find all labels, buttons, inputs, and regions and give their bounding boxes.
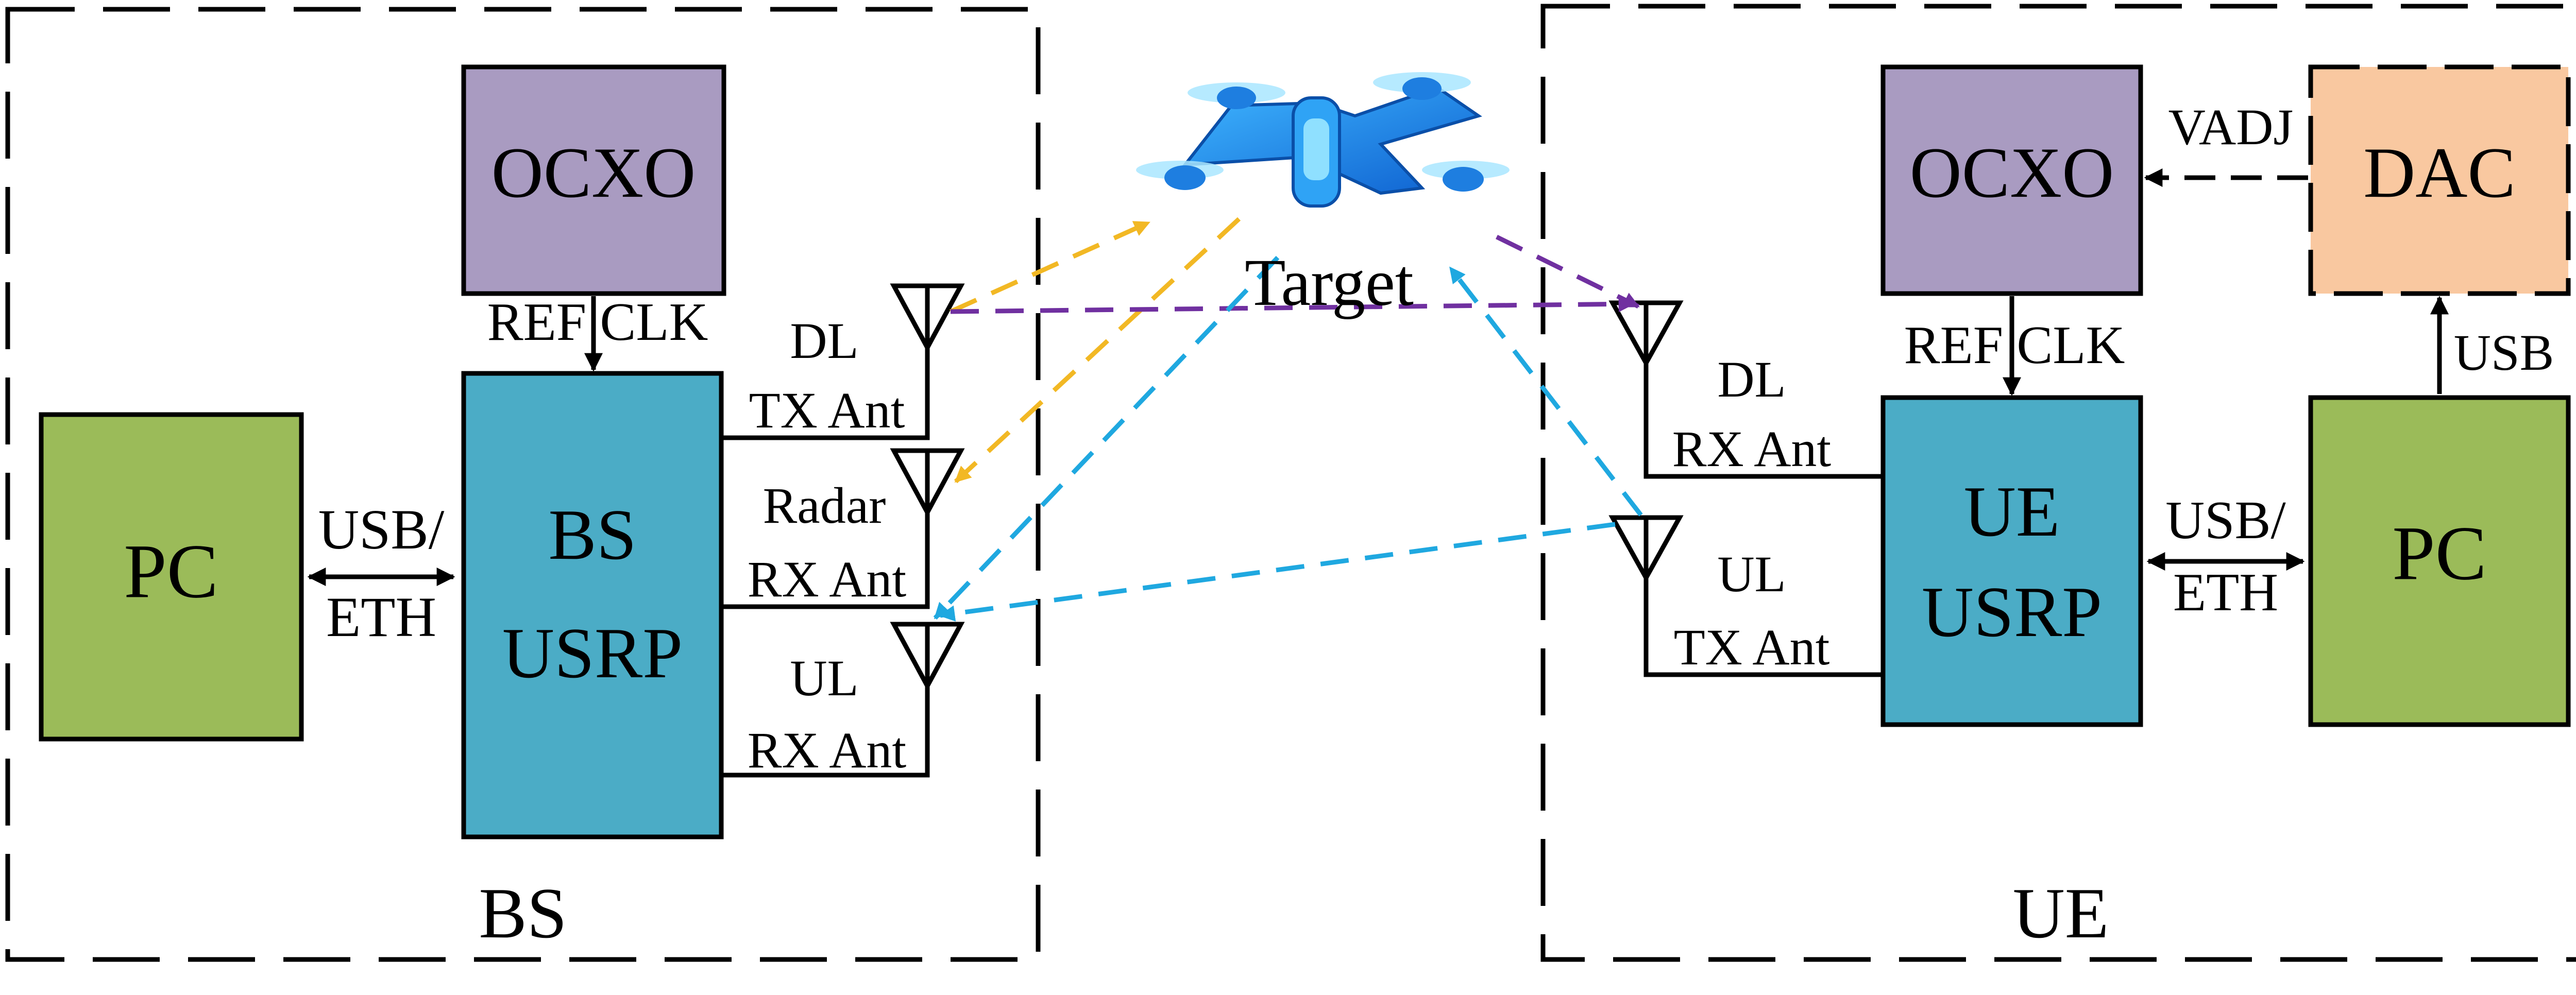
bs-pc-box [39,412,304,742]
ue-eth-label: ETH [2173,562,2278,622]
bs-region-border [5,7,1041,962]
ue-dl-rx-label-1: DL [1717,351,1786,408]
ue-pc-box [2308,395,2571,727]
bs-ul-rx-label-1: UL [790,649,858,707]
signal-paths [933,217,1643,622]
bs-ocxo-label: OCXO [492,133,696,213]
bs-usrp-label-2: USRP [502,613,683,693]
ue-ul-tx-label-1: UL [1717,545,1786,603]
ue-dl-rx-antenna-icon [1608,300,1684,368]
drone-icon [1136,72,1510,208]
ue-usb-dac-label: USB [2454,324,2554,381]
bs-dl-tx-label-1: DL [790,312,858,369]
ue-vadj-label: VADJ [2168,98,2294,156]
ue-ul-tx-label-2: TX Ant [1674,619,1830,676]
ue-dl-rx-label-2: RX Ant [1672,420,1832,477]
bs-pc-label: PC [124,528,218,614]
ue-usrp-label-1: UE [1964,472,2060,552]
ue-ul-tx-antenna-icon [1608,515,1684,583]
bs-radar-rx-feed [721,515,930,609]
ul-to-target-path [1448,266,1643,517]
bs-section: PC USB/ ETH OCXO REF CLK BS USRP DL TX A [39,64,965,953]
bs-region-label: BS [479,873,567,953]
bs-usb-label: USB/ [318,498,445,561]
ue-refclk-label: REF CLK [1904,315,2125,375]
bs-ul-rx-label-2: RX Ant [748,722,907,779]
bs-eth-label: ETH [326,586,436,648]
bs-ul-rx-antenna-icon [890,622,965,691]
bs-ul-rx-feed [721,690,930,778]
ue-section: OCXO DAC VADJ REF CLK UE USRP PC USB/ ET… [1608,64,2571,953]
ue-ul-tx-feed [1643,579,1883,677]
radar-echo-path [954,217,1241,484]
dl-direct-path [950,296,1635,314]
bs-dl-tx-label-2: TX Ant [749,382,905,439]
ue-region-border [1540,4,2576,962]
ue-dac-box [2308,64,2571,296]
bs-usrp-label-1: BS [548,495,636,575]
bs-usrp-box [461,371,724,839]
ue-usb-label: USB/ [2165,490,2286,550]
ue-ocxo-box [1880,64,2143,296]
bs-dl-tx-feed [721,350,930,440]
ue-usrp-box [1880,395,2143,727]
bs-radar-rx-antenna-icon [890,448,965,518]
bs-ocxo-box [461,64,726,296]
dl-reflect-path [1496,234,1640,309]
bs-dl-tx-antenna-icon [890,283,965,353]
ul-from-target-path [933,255,1280,620]
radar-tx-path [950,220,1150,314]
target-label: Target [1245,246,1414,320]
ue-ocxo-label: OCXO [1910,133,2114,213]
ul-direct-path [938,522,1616,622]
ue-usrp-label-2: USRP [1922,572,2102,652]
bs-radar-rx-label-2: RX Ant [748,551,907,608]
ue-dac-label: DAC [2363,133,2516,213]
ue-pc-label: PC [2392,510,2486,596]
bs-radar-rx-label-1: Radar [763,477,886,534]
ue-dl-rx-feed [1643,363,1883,479]
ue-region-label: UE [2013,873,2109,953]
bs-refclk-label: REF CLK [487,291,708,352]
